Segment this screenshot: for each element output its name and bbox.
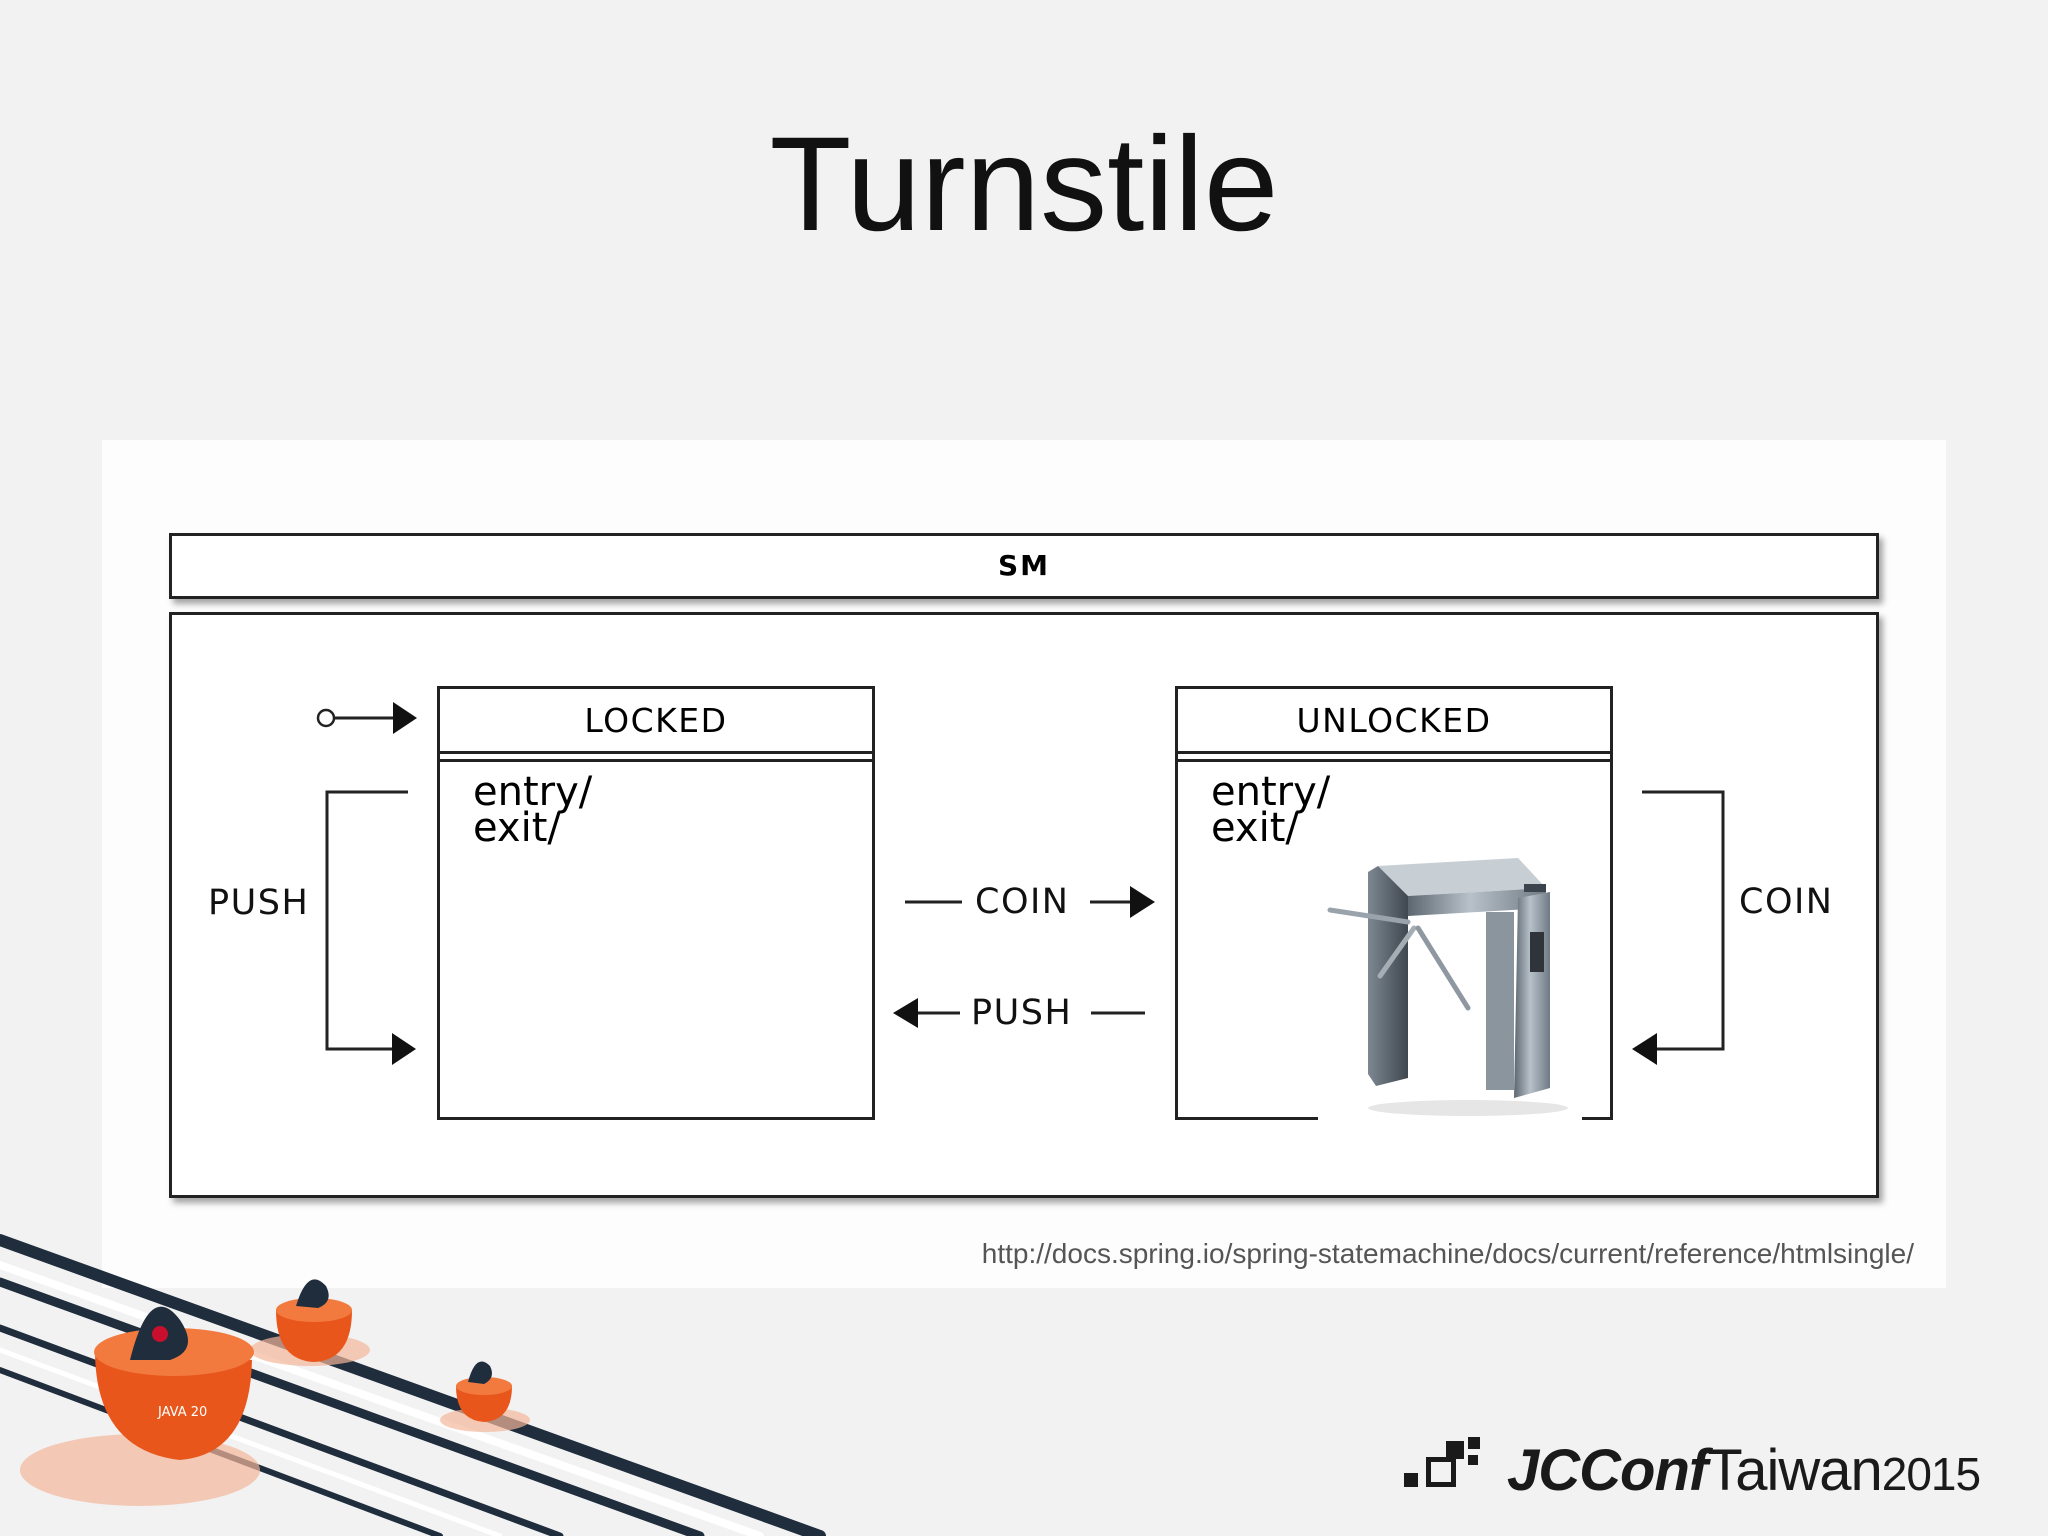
turnstile-photo: [1318, 848, 1582, 1120]
jcconf-logo-year: 2015: [1881, 1447, 1981, 1500]
state-locked-exit: exit/: [473, 805, 561, 851]
mascot-track-art: JAVA 20: [0, 1234, 826, 1536]
state-unlocked-actions: entry/ exit/: [1211, 769, 1331, 851]
mascot-small-icon: [456, 1361, 512, 1422]
jcconf-logo-text: JCConfTaiwan2015: [1507, 1437, 1981, 1504]
coin-self-transition-arrow: [1632, 790, 1725, 1065]
slide-title: Turnstile: [769, 110, 1279, 259]
mascot-medium-icon: [276, 1279, 352, 1362]
push-self-transition-label: PUSH: [208, 883, 310, 923]
push-transition-label: PUSH: [971, 993, 1073, 1033]
mascot-large-icon: JAVA 20: [94, 1306, 254, 1460]
state-unlocked-entry: entry/: [1211, 769, 1331, 815]
jcconf-logo: JCConfTaiwan2015: [1400, 1430, 1981, 1510]
jcconf-logo-icon: [1400, 1435, 1495, 1505]
push-self-transition-arrow: [325, 790, 416, 1065]
state-machine-header: SM: [169, 533, 1879, 599]
push-transition-arrow: [893, 998, 1145, 1028]
coin-self-transition-label: COIN: [1739, 882, 1834, 922]
state-locked-actions: entry/ exit/: [473, 769, 593, 851]
state-unlocked-name: UNLOCKED: [1178, 689, 1610, 762]
state-unlocked-exit: exit/: [1211, 805, 1299, 851]
state-locked: LOCKED entry/ exit/: [437, 686, 875, 1120]
jcconf-logo-light: Taiwan: [1707, 1437, 1883, 1503]
initial-state-pseudostate: [316, 702, 417, 734]
source-url: http://docs.spring.io/spring-statemachin…: [981, 1238, 1914, 1269]
state-locked-entry: entry/: [473, 769, 593, 815]
state-locked-name: LOCKED: [440, 689, 872, 762]
jcconf-logo-bold: JCConf: [1507, 1437, 1708, 1503]
coin-transition-label: COIN: [975, 882, 1070, 922]
coin-transition-arrow: [905, 886, 1155, 918]
svg-text:JAVA 20: JAVA 20: [157, 1405, 207, 1420]
